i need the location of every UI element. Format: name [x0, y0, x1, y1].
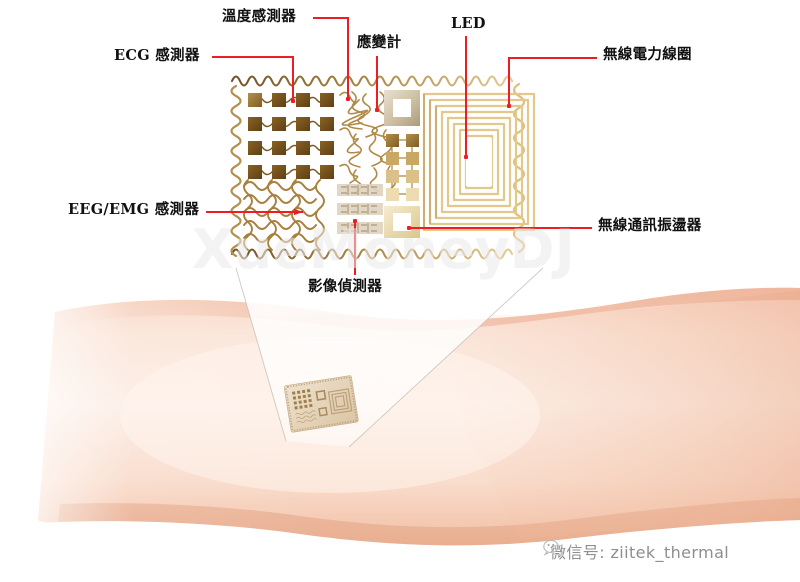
svg-text:XueMoneyDJ: XueMoneyDJ	[192, 218, 575, 281]
component-chain	[386, 134, 419, 201]
leader-temperature	[313, 17, 349, 99]
coil-shadow-edge	[423, 94, 437, 230]
sensor-patch-device	[230, 75, 536, 260]
label-wireless-oscillator: 無線通訊振盪器	[598, 218, 702, 234]
mini-device-on-skin	[283, 375, 359, 433]
strain-gauge-block	[384, 90, 420, 126]
label-temperature: 溫度感測器	[222, 9, 296, 25]
oscillator-block	[384, 206, 420, 238]
serpentine-frame-bottom	[230, 248, 514, 260]
leader-power-coil	[508, 57, 597, 106]
label-ecg: ECG 感測器	[114, 47, 200, 64]
leader-ecg	[212, 56, 294, 101]
label-led: LED	[451, 15, 486, 32]
wechat-watermark: 微信号: ziitek_thermal	[543, 539, 729, 563]
photodetector-blocks	[337, 184, 383, 234]
arm-illustration	[0, 280, 800, 580]
label-photodetector: 影像偵測器	[308, 279, 382, 295]
label-strain-gauge: 應變計	[357, 35, 402, 51]
label-eeg-emg: EEG/EMG 感測器	[68, 201, 200, 218]
serpentine-rail-left	[230, 84, 242, 258]
led-window	[466, 138, 492, 186]
wechat-id-text: 微信号: ziitek_thermal	[550, 543, 730, 562]
leader-lines	[206, 17, 597, 275]
label-wireless-power-coil: 無線電力線圈	[603, 47, 692, 63]
ecg-electrode-array	[248, 93, 334, 179]
serpentine-frame-top	[230, 75, 514, 87]
center-watermark: XueMoneyDJ	[192, 218, 575, 281]
